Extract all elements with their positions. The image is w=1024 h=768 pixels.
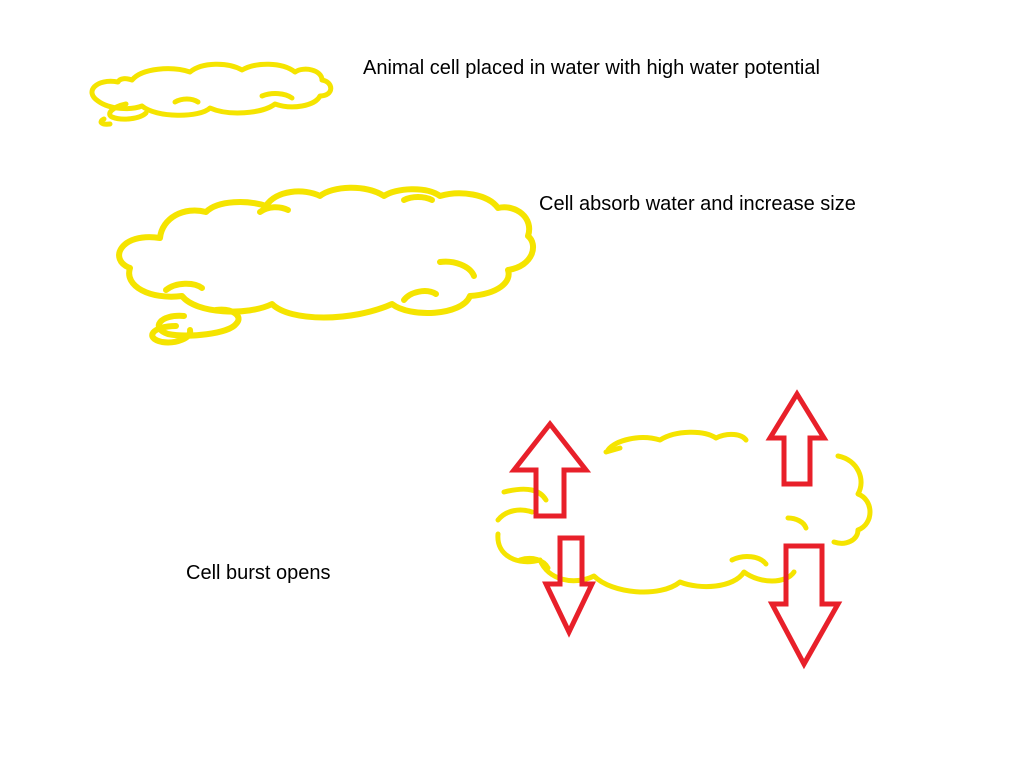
down-arrow-icon — [767, 543, 843, 670]
burst-cell-icon — [495, 429, 873, 595]
label-step-1-animal-cell-in-water: Animal cell placed in water with high wa… — [363, 57, 820, 79]
up-arrow-icon — [508, 419, 592, 519]
small-cell-icon — [89, 61, 334, 127]
down-arrow-icon — [542, 535, 596, 638]
enlarged-cell-icon — [116, 184, 536, 346]
up-arrow-icon — [765, 389, 829, 487]
label-step-2-cell-absorbs-water: Cell absorb water and increase size — [539, 193, 856, 215]
label-step-3-cell-bursts: Cell burst opens — [186, 562, 331, 584]
